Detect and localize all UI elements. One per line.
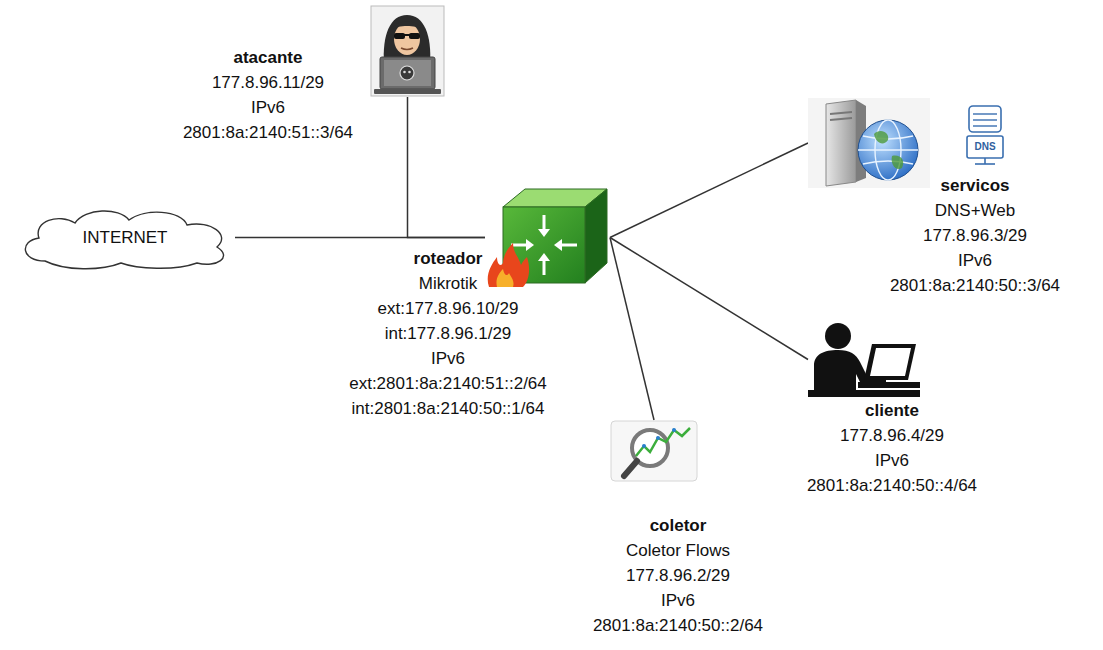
network-link	[610, 143, 808, 238]
address-text: IPv6	[593, 588, 763, 613]
device-node: coletorColetor Flows177.8.96.2/29IPv6280…	[591, 513, 765, 638]
router-firewall-icon	[485, 185, 610, 290]
address-text: int:177.8.96.1/29	[349, 321, 547, 346]
address-text: 2801:8a:2140:51::3/64	[183, 120, 353, 145]
device-name: coletor	[593, 513, 763, 538]
device-name: roteador	[349, 246, 547, 271]
address-text: Coletor Flows	[593, 538, 763, 563]
device-node: roteadorMikrotikext:177.8.96.10/29int:17…	[347, 246, 549, 421]
device-name: cliente	[807, 398, 977, 423]
network-link	[235, 237, 485, 239]
network-link	[610, 238, 808, 360]
dns-server-icon	[945, 100, 1025, 168]
network-link	[408, 97, 486, 238]
address-text: ext:2801:8a:2140:51::2/64	[349, 371, 547, 396]
client-user-icon	[808, 322, 920, 397]
device-name: servicos	[890, 173, 1060, 198]
address-text: Mikrotik	[349, 271, 547, 296]
address-text: 177.8.96.2/29	[593, 563, 763, 588]
server-globe-icon	[808, 98, 930, 188]
address-text: int:2801:8a:2140:50::1/64	[349, 396, 547, 421]
flow-collector-icon	[610, 420, 698, 482]
address-text: 177.8.96.11/29	[183, 70, 353, 95]
address-text: 2801:8a:2140:50::3/64	[890, 273, 1060, 298]
attacker-icon	[370, 5, 445, 97]
network-link	[610, 238, 654, 421]
icon-label: DNS	[974, 141, 995, 153]
address-text: ext:177.8.96.10/29	[349, 296, 547, 321]
address-text: DNS+Web	[890, 198, 1060, 223]
device-node: servicosDNS+Web177.8.96.3/29IPv62801:8a:…	[888, 173, 1062, 298]
address-text: IPv6	[349, 346, 547, 371]
device-node: atacante177.8.96.11/29IPv62801:8a:2140:5…	[181, 45, 355, 145]
address-text: IPv6	[890, 248, 1060, 273]
device-node: cliente177.8.96.4/29IPv62801:8a:2140:50:…	[805, 398, 979, 498]
internet-cloud: INTERNET	[15, 205, 235, 270]
address-text: 177.8.96.3/29	[890, 223, 1060, 248]
address-text: 177.8.96.4/29	[807, 423, 977, 448]
device-name: atacante	[183, 45, 353, 70]
address-text: 2801:8a:2140:50::2/64	[593, 613, 763, 638]
cloud-label: INTERNET	[83, 225, 168, 250]
address-text: IPv6	[183, 95, 353, 120]
address-text: IPv6	[807, 448, 977, 473]
address-text: 2801:8a:2140:50::4/64	[807, 473, 977, 498]
